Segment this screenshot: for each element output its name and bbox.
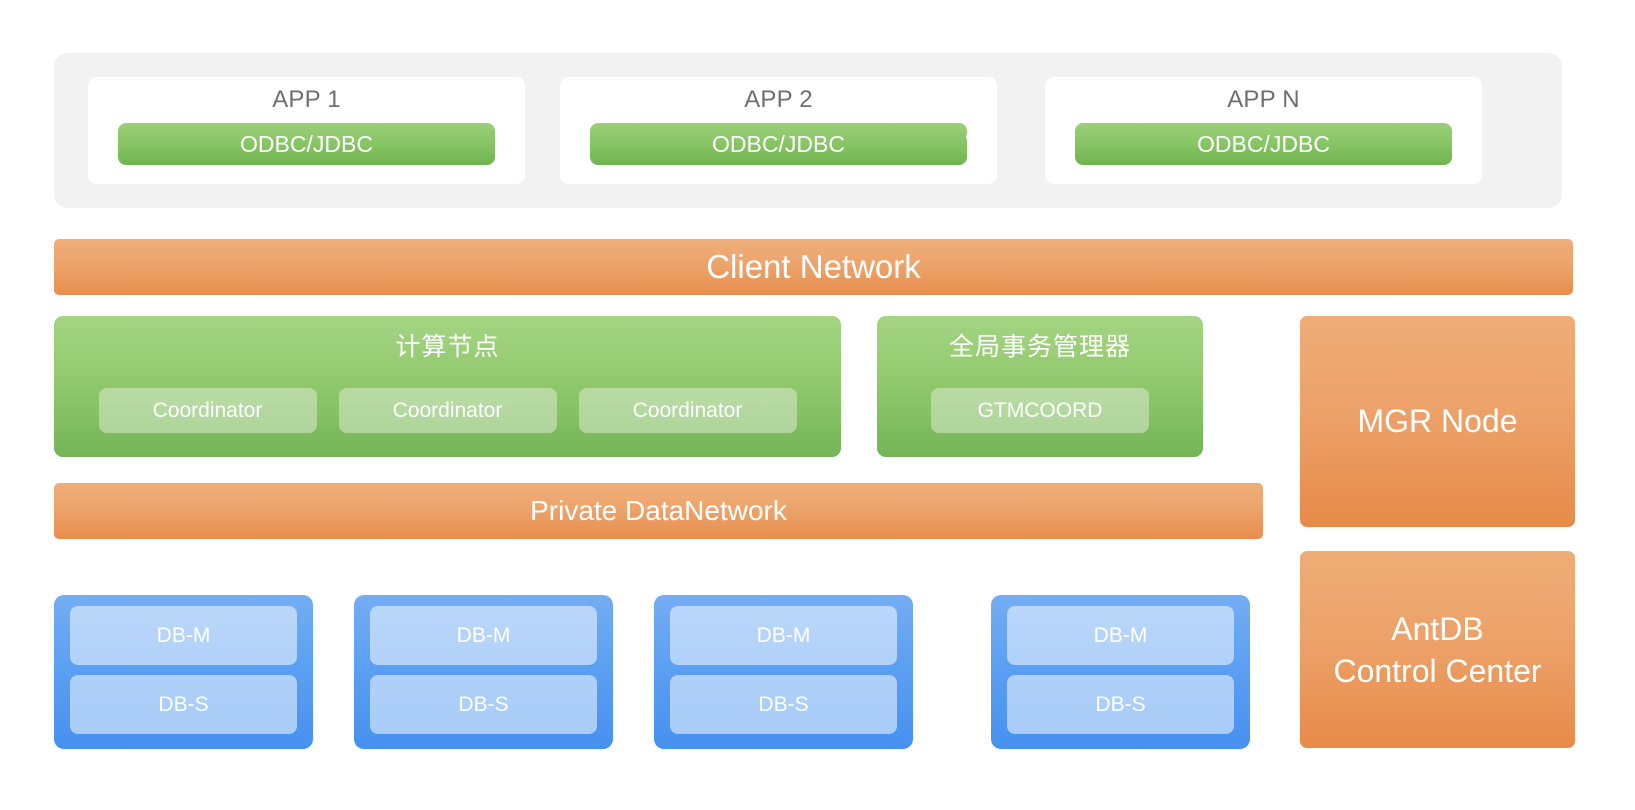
coordinator-row: Coordinator Coordinator Coordinator [54,388,841,433]
global-transaction-manager-block: 全局事务管理器 GTMCOORD [877,316,1203,457]
app-card-n[interactable]: APP N ODBC/JDBC [1045,77,1482,184]
coordinator-node-1[interactable]: Coordinator [98,388,317,433]
dot-icon [985,133,993,141]
antdb-control-center-panel[interactable]: AntDB Control Center [1300,551,1575,748]
app-title: APP N [1227,86,1300,113]
db-slave[interactable]: DB-S [70,675,297,734]
coordinator-node-2[interactable]: Coordinator [338,388,557,433]
compute-node-block: 计算节点 Coordinator Coordinator Coordinator [54,316,841,457]
mgr-node-panel[interactable]: MGR Node [1300,316,1575,527]
gtmcoord-row: GTMCOORD [877,388,1203,433]
private-datanetwork-bar: Private DataNetwork [54,483,1263,539]
application-layer-band: APP 1 ODBC/JDBC APP 2 ODBC/JDBC APP N OD… [54,53,1562,208]
control-center-line-2: Control Center [1333,652,1542,689]
db-slave[interactable]: DB-S [670,675,897,734]
control-center-line-1: AntDB [1391,610,1484,647]
odbc-jdbc-connector[interactable]: ODBC/JDBC [590,123,967,165]
db-group-4: DB-M DB-S [991,595,1250,749]
odbc-jdbc-connector[interactable]: ODBC/JDBC [1075,123,1452,165]
db-slave[interactable]: DB-S [370,675,597,734]
compute-node-title: 计算节点 [395,333,500,361]
gtmcoord-node[interactable]: GTMCOORD [931,388,1149,433]
db-group-1: DB-M DB-S [54,595,313,749]
coordinator-node-3[interactable]: Coordinator [578,388,797,433]
app-card-1[interactable]: APP 1 ODBC/JDBC [88,77,525,184]
db-master[interactable]: DB-M [1007,606,1234,665]
client-network-bar: Client Network [54,239,1573,295]
app-title: APP 2 [744,86,813,113]
ellipsis-dots-icon [966,133,993,141]
dot-icon [966,133,974,141]
db-master[interactable]: DB-M [370,606,597,665]
control-center-label: AntDB Control Center [1333,608,1541,692]
db-slave[interactable]: DB-S [1007,675,1234,734]
db-group-3: DB-M DB-S [654,595,913,749]
db-master[interactable]: DB-M [70,606,297,665]
db-master[interactable]: DB-M [670,606,897,665]
app-title: APP 1 [272,86,341,113]
app-card-2[interactable]: APP 2 ODBC/JDBC [560,77,997,184]
odbc-jdbc-connector[interactable]: ODBC/JDBC [118,123,495,165]
gtm-title: 全局事务管理器 [948,333,1131,361]
db-group-2: DB-M DB-S [354,595,613,749]
